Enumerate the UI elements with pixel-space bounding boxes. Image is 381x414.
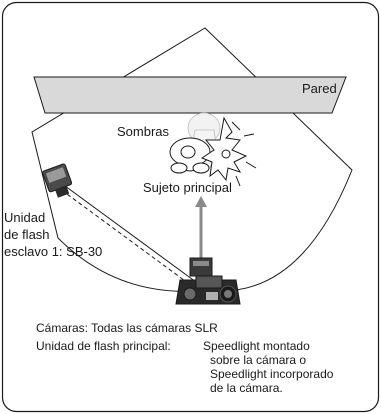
main-flash-desc-line-3: Speedlight incorporado [210, 367, 334, 381]
main-flash-desc-line-1: Speedlight montado [203, 339, 310, 353]
arrow-head [195, 196, 207, 207]
signal-dashed-line [55, 182, 197, 287]
slave-flash-label-line-2: de flash [4, 227, 50, 242]
main-flash-label: Unidad de flash principal: [36, 339, 171, 353]
wall-label: Pared [302, 81, 337, 96]
camera-icon [175, 257, 241, 305]
main-flash-desc-line-4: de la cámara. [210, 381, 283, 395]
shadows-label: Sombras [117, 124, 170, 139]
flower-icon [200, 116, 257, 187]
cameras-caption: Cámaras: Todas las cámaras SLR [36, 321, 218, 335]
slave-flash-icon [42, 163, 73, 198]
subject-figure-icon [169, 137, 211, 174]
slave-flash-label-line-1: Unidad [4, 210, 45, 225]
wall [33, 76, 347, 114]
main-flash-desc-line-2: sobre la cámara o [210, 353, 306, 367]
subject-label: Sujeto principal [143, 180, 232, 195]
slave-flash-label-line-3: esclavo 1: SB-30 [4, 244, 102, 259]
